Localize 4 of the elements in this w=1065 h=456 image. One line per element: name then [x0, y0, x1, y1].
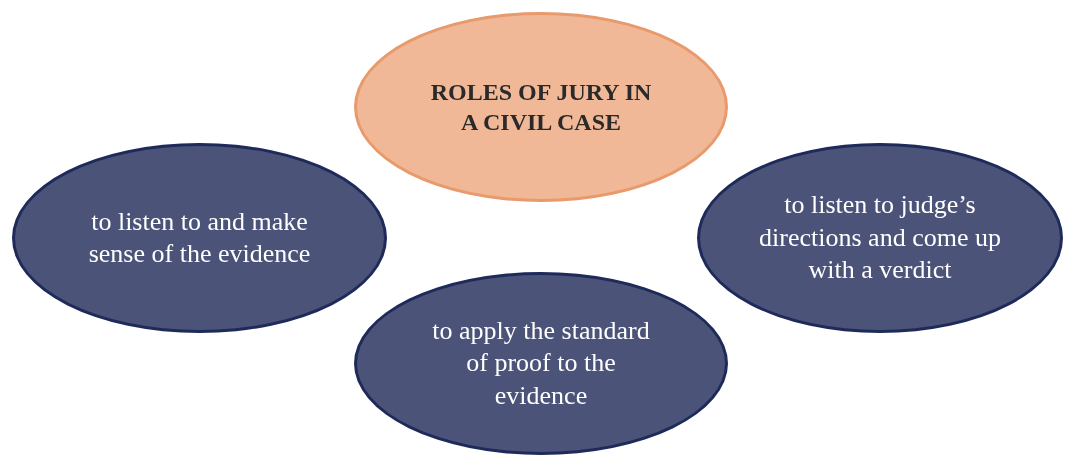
heading-text: ROLES OF JURY IN A CIVIL CASE	[429, 78, 653, 137]
role-text: to apply the standard of proof to the evidence	[431, 314, 651, 412]
role-text: to listen to judge’s directions and come up with a verdict	[758, 189, 1002, 287]
role-text: to listen to and make sense of the evidence	[87, 205, 312, 270]
